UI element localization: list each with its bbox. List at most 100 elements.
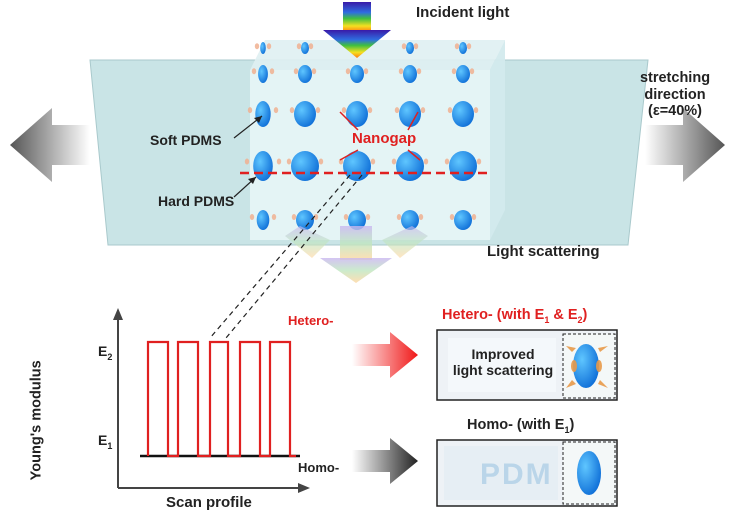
hetero-arrow bbox=[352, 332, 418, 378]
e2-tick-label: E2 bbox=[98, 343, 112, 362]
nanogap-highlight bbox=[311, 68, 317, 75]
cube-top-face bbox=[250, 40, 505, 70]
nanogap-highlight bbox=[293, 68, 299, 75]
nanopillar-dot bbox=[348, 210, 366, 230]
nanogap-highlight bbox=[296, 43, 302, 50]
hetero-title-text: Hetero- (with E bbox=[442, 307, 545, 323]
stretching-line-2: direction bbox=[644, 86, 706, 103]
homo-curve-label: Homo- bbox=[298, 460, 340, 475]
nanopillar-dot bbox=[296, 210, 314, 230]
improved-scattering-text: Improved light scattering bbox=[444, 346, 562, 378]
nanopillar-dot bbox=[449, 151, 477, 181]
nanogap-highlight bbox=[367, 107, 373, 114]
nanogap-highlight bbox=[249, 214, 255, 220]
nanogap-highlight bbox=[318, 158, 324, 165]
plot-y-axis-label: Young's modulus bbox=[28, 360, 45, 481]
homo-title-text: Homo- (with E bbox=[467, 417, 565, 433]
homo-title-close: ) bbox=[569, 417, 575, 433]
nanogap-highlight bbox=[473, 107, 479, 114]
e2-subscript: 2 bbox=[107, 351, 113, 362]
nanogap-highlight bbox=[291, 214, 297, 220]
hetero-title-close: ) bbox=[582, 307, 588, 323]
modulus-plot bbox=[113, 308, 310, 493]
incident-light-arrow-head bbox=[323, 30, 391, 58]
e2-letter: E bbox=[98, 343, 108, 359]
nanogap-highlight bbox=[401, 43, 407, 50]
stretching-direction-label: stretching direction (ε=40%) bbox=[620, 70, 730, 120]
nanopillar-dot bbox=[294, 101, 316, 127]
improved-line-1: Improved bbox=[471, 346, 535, 362]
nanopillar-dot bbox=[406, 42, 414, 54]
nanogap-highlight bbox=[469, 68, 475, 75]
nanogap-highlight bbox=[365, 214, 371, 220]
nanopillar-dot bbox=[401, 210, 419, 230]
stretching-line-3: (ε=40%) bbox=[647, 103, 703, 120]
hetero-panel bbox=[436, 329, 618, 401]
stretching-line-1: stretching bbox=[639, 70, 711, 86]
nanopillar-dot bbox=[452, 101, 474, 127]
nanogap-pointers bbox=[339, 111, 421, 161]
nanopillar-dot bbox=[258, 65, 268, 83]
homo-panel-faint-text: PDM bbox=[480, 458, 553, 491]
light-scattering-label: Light scattering bbox=[487, 243, 600, 260]
nanogap-highlight bbox=[418, 214, 424, 220]
nanogap-highlight bbox=[476, 158, 482, 165]
nanogap-highlight bbox=[254, 43, 260, 50]
soft-pdms-label: Soft PDMS bbox=[150, 132, 222, 148]
homo-arrow bbox=[352, 438, 418, 484]
e1-subscript: 1 bbox=[107, 440, 113, 451]
nanogap-highlight bbox=[394, 107, 400, 114]
nanopillar-dot bbox=[343, 151, 371, 181]
nanopillar-dot bbox=[454, 210, 472, 230]
e1-letter: E bbox=[98, 432, 108, 448]
nanogap-highlight bbox=[273, 107, 279, 114]
nanogap-highlight bbox=[416, 68, 422, 75]
nanogap-highlight bbox=[244, 158, 250, 165]
hetero-title-sub2: 2 bbox=[577, 314, 583, 325]
nanopillar-dot bbox=[396, 151, 424, 181]
nanogap-highlight bbox=[308, 43, 314, 50]
nanogap-highlight bbox=[451, 68, 457, 75]
nanogap-highlight bbox=[391, 158, 397, 165]
nanogap-highlight bbox=[413, 43, 419, 50]
nanogap-highlight bbox=[370, 158, 376, 165]
homo-title-sub: 1 bbox=[564, 424, 570, 435]
homo-panel bbox=[436, 439, 618, 507]
nanopillar-dot bbox=[291, 151, 319, 181]
nanogap-highlight bbox=[420, 107, 426, 114]
hetero-title-sub1: 1 bbox=[544, 314, 550, 325]
nanogap-highlight bbox=[286, 158, 292, 165]
nanopillar-dot bbox=[456, 65, 470, 83]
incident-light-label: Incident light bbox=[416, 4, 510, 21]
cube-side-face bbox=[490, 40, 505, 240]
nanogap-highlight bbox=[447, 107, 453, 114]
hard-pdms-label: Hard PDMS bbox=[158, 193, 235, 209]
nanogap-highlight bbox=[269, 68, 275, 75]
nanogap-highlight bbox=[454, 43, 460, 50]
nanogap-highlight bbox=[338, 158, 344, 165]
nanopillar-dot bbox=[346, 101, 368, 127]
nanogap-highlight bbox=[449, 214, 455, 220]
nanogap-highlight bbox=[345, 68, 351, 75]
nanogap-highlight bbox=[341, 107, 347, 114]
nanopillar-dot bbox=[301, 42, 309, 54]
nanopillar-dot bbox=[256, 210, 270, 230]
hetero-profile bbox=[146, 340, 296, 458]
nanogap-highlight bbox=[247, 107, 253, 114]
nanogap-highlight bbox=[315, 107, 321, 114]
nanogap-highlight bbox=[276, 158, 282, 165]
nanogap-label: Nanogap bbox=[352, 130, 417, 147]
scattered-light-arrows bbox=[285, 226, 428, 283]
improved-line-2: light scattering bbox=[452, 362, 554, 379]
nanogap-highlight bbox=[423, 158, 429, 165]
nanogap-highlight bbox=[289, 107, 295, 114]
nanopillar-dot bbox=[399, 101, 421, 127]
hetero-title-amp: & E bbox=[549, 307, 578, 323]
right-stretch-arrow bbox=[645, 108, 725, 182]
nanogap-highlight bbox=[313, 214, 319, 220]
hetero-curve-label: Hetero- bbox=[288, 313, 334, 328]
cube-front-face bbox=[250, 70, 490, 240]
homo-panel-title: Homo- (with E1) bbox=[467, 417, 574, 435]
e1-tick-label: E1 bbox=[98, 432, 112, 451]
